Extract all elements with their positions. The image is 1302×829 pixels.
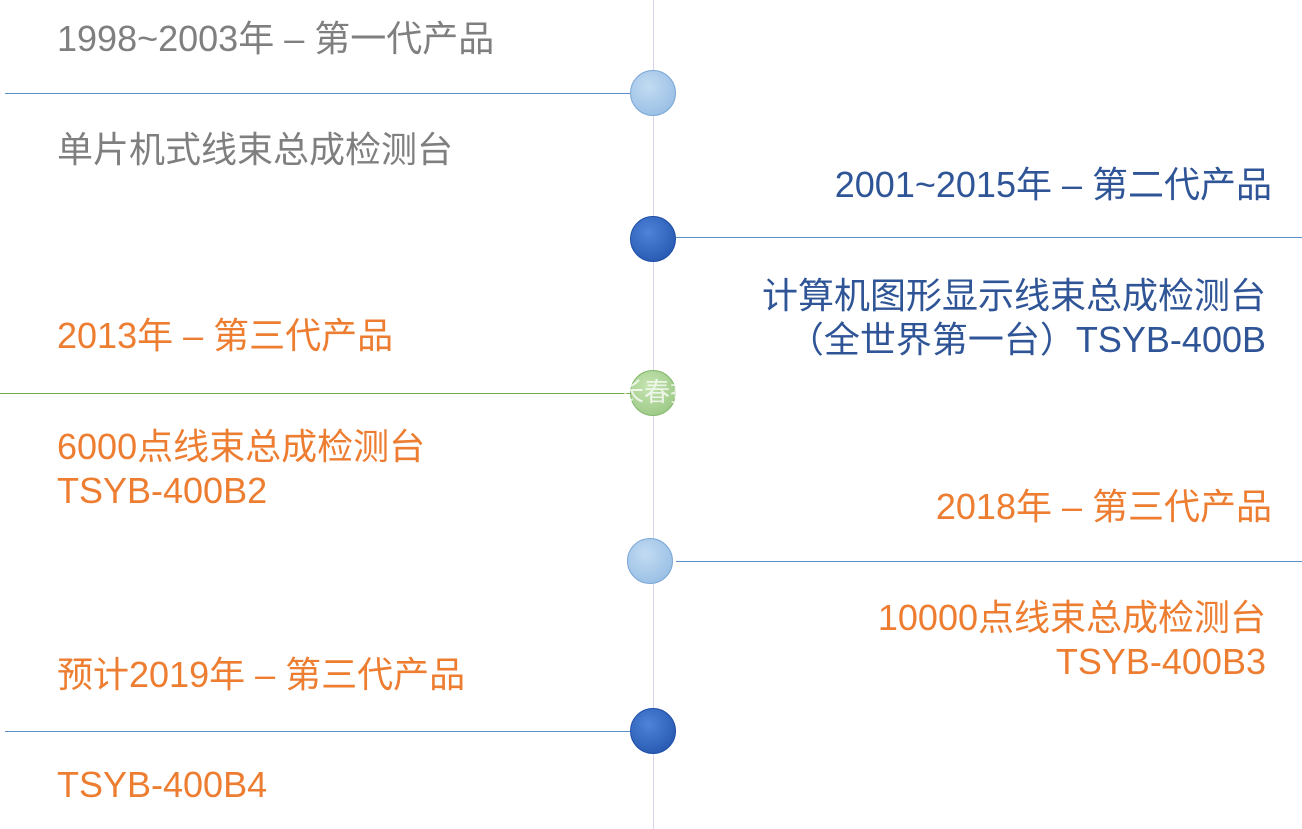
- item-2-heading: 2001~2015年 – 第二代产品: [834, 164, 1272, 205]
- connector-line-2: [676, 237, 1302, 238]
- timeline-node-5: [630, 708, 676, 754]
- item-1-desc: 单片机式线束总成检测台: [57, 129, 454, 170]
- item-4-heading: 2018年 – 第三代产品: [935, 486, 1272, 527]
- item-5-desc: TSYB-400B4: [57, 764, 268, 805]
- item-4-desc-line-2: TSYB-400B3: [1055, 641, 1266, 682]
- watermark-text: 长春技: [618, 377, 676, 407]
- item-3-heading: 2013年 – 第三代产品: [57, 315, 394, 356]
- item-2-desc-line-1: 计算机图形显示线束总成检测台: [761, 275, 1266, 316]
- timeline-node-4: [627, 538, 673, 584]
- item-1-heading: 1998~2003年 – 第一代产品: [57, 18, 495, 59]
- timeline-node-2: [630, 216, 676, 262]
- connector-line-4: [676, 561, 1302, 562]
- item-4-desc-line-1: 10000点线束总成检测台: [877, 597, 1266, 638]
- item-3-desc-line-1: 6000点线束总成检测台: [57, 426, 426, 467]
- timeline-node-3: [630, 370, 676, 416]
- item-2-desc-line-2: （全世界第一台）TSYB-400B: [787, 319, 1266, 360]
- item-3-desc-line-2: TSYB-400B2: [57, 470, 268, 511]
- timeline-node-1: [630, 70, 676, 116]
- item-5-heading: 预计2019年 – 第三代产品: [57, 654, 466, 695]
- connector-line-1: [5, 93, 630, 94]
- connector-line-5: [5, 731, 630, 732]
- connector-line-3: [0, 393, 630, 394]
